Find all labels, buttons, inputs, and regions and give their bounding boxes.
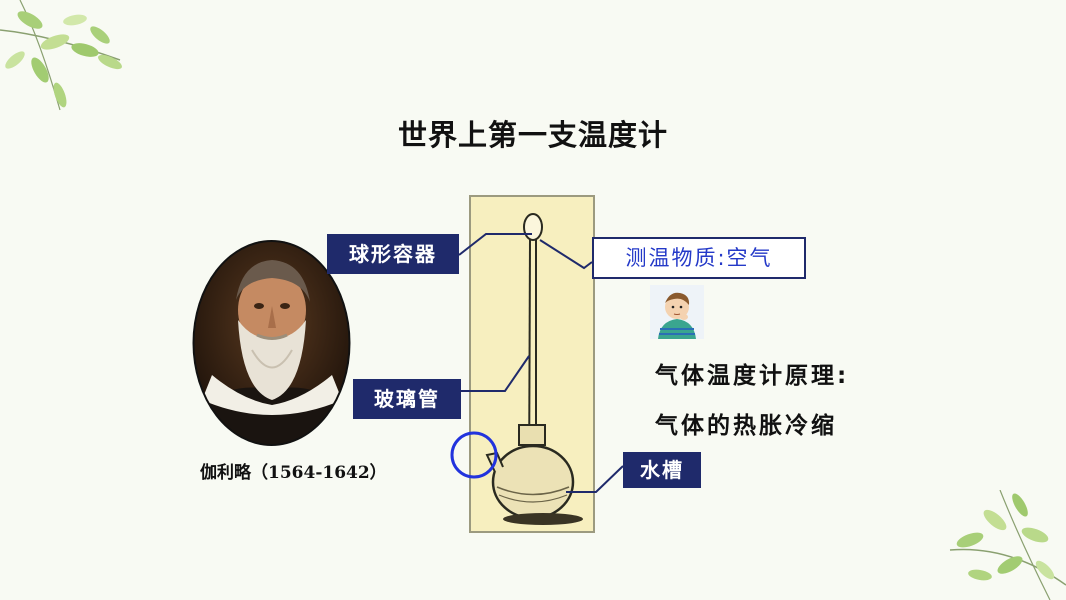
leaf-decoration-bottom-right: [949, 490, 1066, 600]
galileo-portrait-image: [192, 240, 351, 446]
principle-heading: 气体温度计原理:: [655, 363, 850, 389]
label-water-tank: 水槽: [623, 452, 701, 488]
portrait-caption: 伽利略（1564-1642）: [200, 463, 387, 483]
thermometer-illustration: [469, 195, 595, 533]
page-title: 世界上第一支温度计: [397, 118, 668, 152]
leaf-decoration-top-left: [0, 0, 122, 111]
thermometer-drawing: [485, 213, 583, 525]
label-glass-tube: 玻璃管: [353, 379, 461, 419]
thinking-boy-icon: [650, 285, 704, 339]
label-measuring-medium: 测温物质:空气: [592, 237, 806, 279]
principle-body: 气体的热胀冷缩: [655, 413, 837, 439]
label-bulb-container: 球形容器: [327, 234, 459, 274]
spout-highlight-circle: [450, 431, 498, 479]
